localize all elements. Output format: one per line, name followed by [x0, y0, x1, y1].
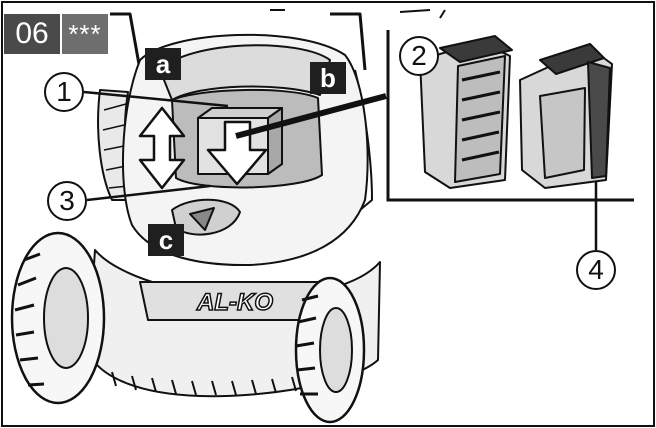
marker-b: b: [310, 62, 346, 94]
down-arrow-icon: [206, 120, 268, 186]
leader-line-3: [86, 184, 211, 202]
callout-3: 3: [47, 181, 87, 221]
callout-4: 4: [576, 250, 616, 290]
front-right-wheel: [294, 276, 366, 424]
double-vertical-arrow-icon: [138, 106, 186, 190]
battery-pack-left: [419, 35, 513, 189]
leader-line-b: [235, 93, 387, 139]
marker-a: a: [145, 48, 181, 80]
front-left-wheel: [10, 231, 106, 405]
battery-inset: [386, 30, 634, 202]
callout-1: 1: [44, 72, 84, 112]
marker-c: c: [148, 224, 184, 256]
leader-line-1: [83, 90, 229, 108]
difficulty-badge: ***: [62, 14, 108, 54]
brand-logo: AL-KO: [196, 289, 273, 316]
callout-2: 2: [399, 36, 439, 76]
battery-pack-right: [519, 43, 613, 189]
step-number-badge: 06: [4, 14, 60, 54]
leader-lines: [83, 90, 598, 250]
